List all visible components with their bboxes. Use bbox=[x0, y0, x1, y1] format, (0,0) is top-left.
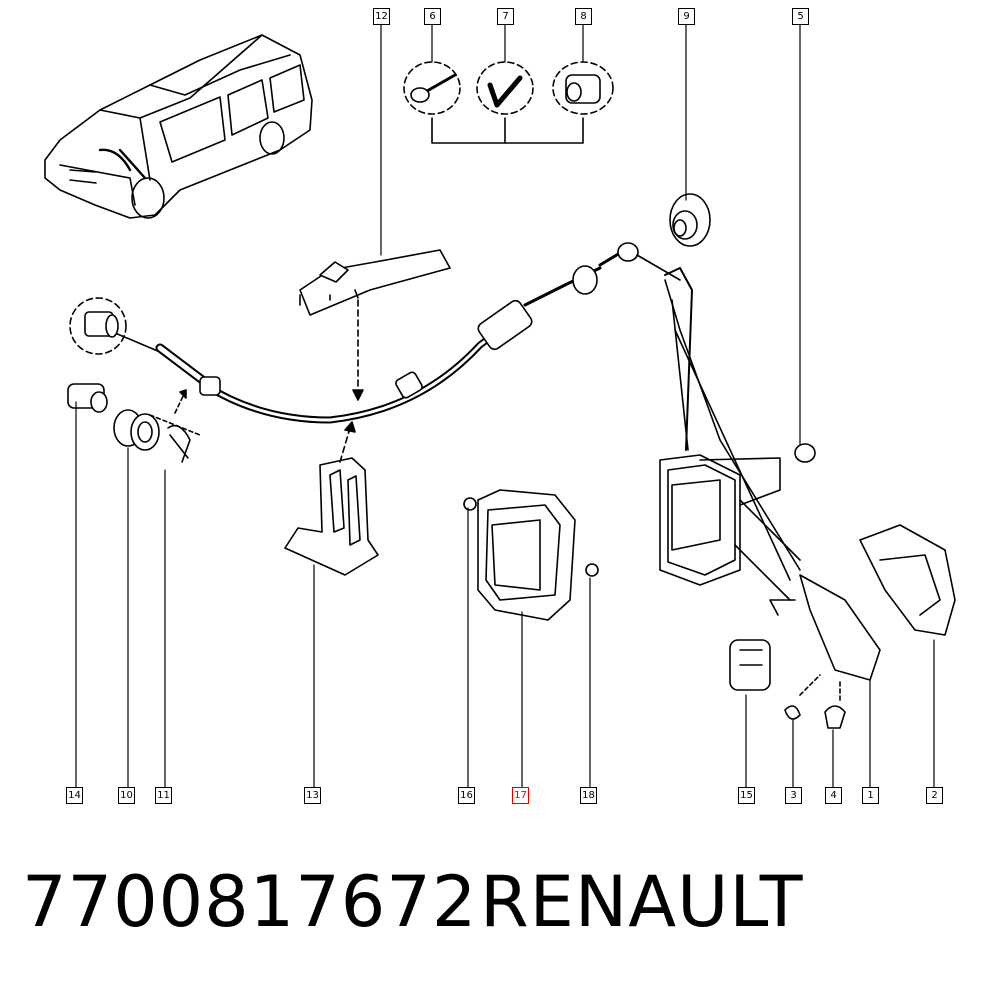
part-15 bbox=[729, 639, 771, 691]
gear-cable bbox=[107, 242, 681, 424]
part-12 bbox=[299, 249, 451, 316]
part-11 bbox=[149, 414, 201, 463]
part-6 bbox=[403, 61, 461, 115]
part-9 bbox=[669, 193, 711, 247]
part-3 bbox=[784, 705, 801, 720]
part-18 bbox=[585, 563, 599, 577]
callout-6: 6 bbox=[424, 8, 441, 25]
callout-7: 7 bbox=[497, 8, 514, 25]
callout-13: 13 bbox=[304, 787, 321, 804]
part-14 bbox=[67, 383, 108, 413]
part-10 bbox=[113, 409, 160, 451]
callout-16: 16 bbox=[458, 787, 475, 804]
callout-8: 8 bbox=[575, 8, 592, 25]
callout-15: 15 bbox=[738, 787, 755, 804]
callout-12: 12 bbox=[373, 8, 390, 25]
callout-18: 18 bbox=[580, 787, 597, 804]
callout-1: 1 bbox=[862, 787, 879, 804]
callout-5: 5 bbox=[792, 8, 809, 25]
callout-17: 17 bbox=[512, 787, 529, 804]
detail-bush-14 bbox=[69, 297, 127, 355]
part-number: 7700817672 bbox=[22, 861, 478, 943]
callout-11: 11 bbox=[155, 787, 172, 804]
part-5 bbox=[794, 443, 816, 463]
callout-14: 14 bbox=[66, 787, 83, 804]
part-13 bbox=[284, 457, 379, 576]
callout-3: 3 bbox=[785, 787, 802, 804]
part-16 bbox=[463, 497, 477, 511]
callout-2: 2 bbox=[926, 787, 943, 804]
car-illustration bbox=[44, 34, 313, 219]
callout-10: 10 bbox=[118, 787, 135, 804]
callout-4: 4 bbox=[825, 787, 842, 804]
part-4 bbox=[824, 705, 846, 729]
callout-9: 9 bbox=[678, 8, 695, 25]
brand-name: RENAULT bbox=[480, 861, 804, 943]
gear-lever-assembly bbox=[659, 267, 956, 681]
part-8 bbox=[552, 61, 614, 115]
part-17 bbox=[477, 489, 576, 621]
part-7 bbox=[476, 61, 534, 115]
